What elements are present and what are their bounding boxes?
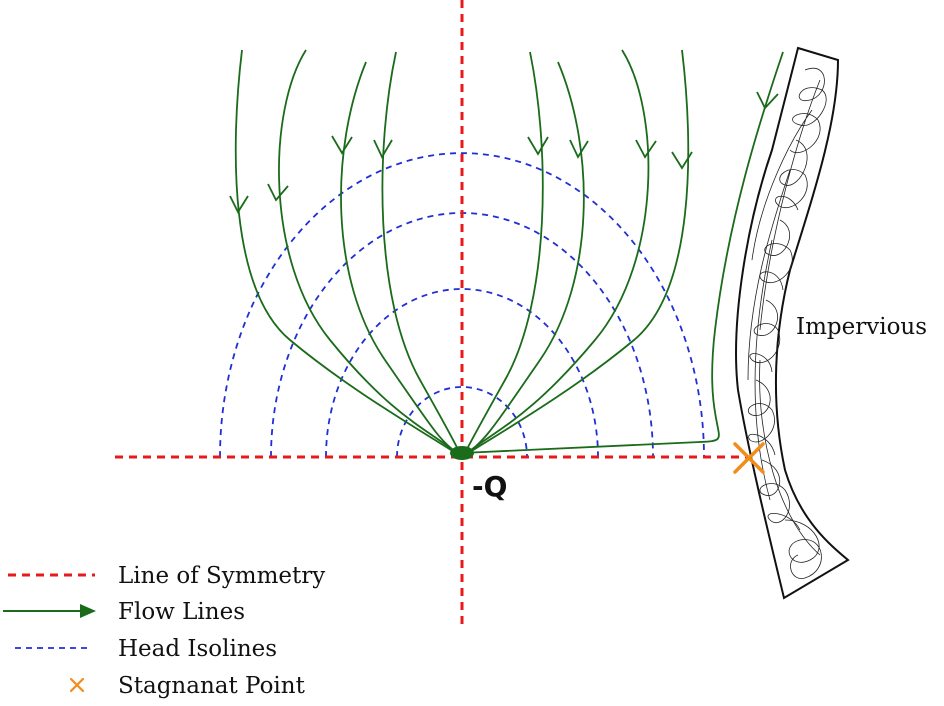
- lines-of-symmetry: [115, 0, 760, 630]
- orange-cross-icon: [69, 677, 85, 693]
- flow-arrowhead: [671, 151, 693, 170]
- impervious-label: Impervious: [796, 314, 927, 340]
- flow-arrowhead: [229, 195, 249, 214]
- sink-well-marker: [450, 446, 474, 460]
- sink-label: -Q: [472, 470, 507, 503]
- flow-arrowhead: [373, 139, 393, 159]
- flow-line: [461, 61, 585, 458]
- head-isoline-4: [219, 152, 705, 458]
- legend: Line of Symmetry Flow Lines Head Isoline…: [3, 563, 325, 699]
- flow-arrowhead: [331, 135, 353, 155]
- green-arrowhead-icon: [80, 604, 96, 618]
- flow-arrowheads: [229, 91, 779, 214]
- flow-line: [461, 51, 784, 454]
- flow-line: [234, 49, 463, 458]
- barrier-scribble: [747, 67, 827, 579]
- flow-arrowhead: [569, 139, 589, 159]
- flow-line: [381, 51, 463, 458]
- flow-arrowhead: [756, 91, 779, 110]
- head-isoline-1: [396, 386, 528, 458]
- flow-arrowhead: [635, 139, 657, 159]
- legend-label-flow: Flow Lines: [118, 599, 245, 625]
- flow-lines: [234, 49, 784, 458]
- impervious-barrier: [735, 46, 850, 600]
- legend-label-isolines: Head Isolines: [118, 636, 277, 662]
- flow-line: [461, 51, 544, 458]
- flow-line: [461, 49, 690, 458]
- flow-line: [278, 49, 463, 458]
- flow-line: [461, 49, 650, 458]
- flow-arrowhead: [267, 183, 289, 202]
- flow-arrowhead: [527, 136, 549, 156]
- legend-label-symmetry: Line of Symmetry: [118, 563, 325, 589]
- flow-line: [340, 61, 463, 458]
- stagnation-point-marker: [733, 442, 765, 474]
- legend-label-stagnation: Stagnanat Point: [118, 673, 306, 699]
